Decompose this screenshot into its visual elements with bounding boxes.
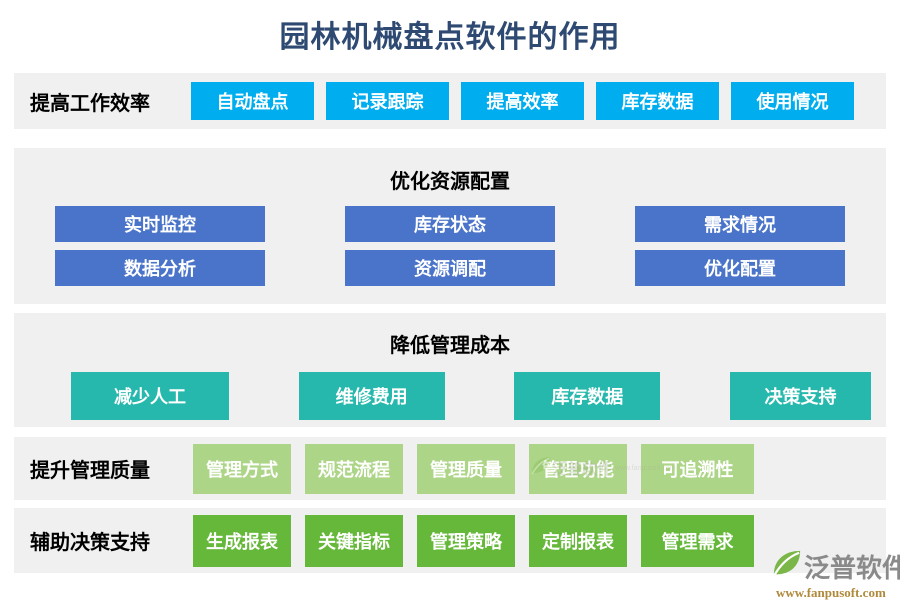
chip-decision-5[interactable]: 管理需求 bbox=[641, 514, 754, 567]
chip-cost-2[interactable]: 维修费用 bbox=[298, 372, 445, 420]
chip-efficiency-3[interactable]: 提高效率 bbox=[461, 82, 584, 120]
chip-decision-2[interactable]: 关键指标 bbox=[305, 514, 403, 567]
chip-efficiency-4[interactable]: 库存数据 bbox=[596, 82, 719, 120]
section-panel-efficiency: 提高工作效率 自动盘点 记录跟踪 提高效率 库存数据 使用情况 bbox=[14, 73, 886, 129]
chip-row-cost: 减少人工 维修费用 库存数据 决策支持 bbox=[71, 372, 871, 420]
chip-resource-6[interactable]: 优化配置 bbox=[635, 250, 845, 286]
section-label-decision: 辅助决策支持 bbox=[30, 532, 150, 554]
section-label-quality: 提升管理质量 bbox=[30, 460, 150, 482]
section-panel-resource: 优化资源配置 实时监控 库存状态 需求情况 数据分析 资源调配 优化配置 bbox=[14, 148, 886, 304]
chip-decision-4[interactable]: 定制报表 bbox=[529, 514, 627, 567]
section-heading-cost: 降低管理成本 bbox=[390, 335, 510, 357]
section-panel-quality: 提升管理质量 管理方式 规范流程 管理质量 管理功能 可追溯性 bbox=[14, 437, 886, 500]
chip-quality-4[interactable]: 管理功能 bbox=[529, 443, 627, 494]
chip-cost-3[interactable]: 库存数据 bbox=[514, 372, 661, 420]
chip-quality-5[interactable]: 可追溯性 bbox=[641, 443, 754, 494]
chip-quality-3[interactable]: 管理质量 bbox=[417, 443, 515, 494]
page-title: 园林机械盘点软件的作用 bbox=[279, 21, 621, 54]
chip-resource-3[interactable]: 需求情况 bbox=[635, 206, 845, 242]
watermark-url-text: www.fanpusoft.com bbox=[776, 585, 886, 600]
chip-efficiency-1[interactable]: 自动盘点 bbox=[191, 82, 314, 120]
chip-grid-resource: 实时监控 库存状态 需求情况 数据分析 资源调配 优化配置 bbox=[55, 206, 845, 286]
chip-quality-1[interactable]: 管理方式 bbox=[193, 443, 291, 494]
chip-resource-2[interactable]: 库存状态 bbox=[345, 206, 555, 242]
chip-decision-3[interactable]: 管理策略 bbox=[417, 514, 515, 567]
section-panel-cost: 降低管理成本 减少人工 维修费用 库存数据 决策支持 bbox=[14, 313, 886, 427]
chip-cost-4[interactable]: 决策支持 bbox=[729, 372, 871, 420]
chip-row-decision: 生成报表 关键指标 管理策略 定制报表 管理需求 bbox=[193, 514, 754, 567]
section-heading-resource: 优化资源配置 bbox=[390, 171, 510, 193]
chip-decision-1[interactable]: 生成报表 bbox=[193, 514, 291, 567]
chip-resource-1[interactable]: 实时监控 bbox=[55, 206, 265, 242]
chip-row-efficiency: 自动盘点 记录跟踪 提高效率 库存数据 使用情况 bbox=[191, 82, 854, 120]
chip-efficiency-5[interactable]: 使用情况 bbox=[731, 82, 854, 120]
chip-row-quality: 管理方式 规范流程 管理质量 管理功能 可追溯性 bbox=[193, 443, 754, 494]
chip-resource-4[interactable]: 数据分析 bbox=[55, 250, 265, 286]
chip-quality-2[interactable]: 规范流程 bbox=[305, 443, 403, 494]
chip-efficiency-2[interactable]: 记录跟踪 bbox=[326, 82, 449, 120]
chip-resource-5[interactable]: 资源调配 bbox=[345, 250, 555, 286]
chip-cost-1[interactable]: 减少人工 bbox=[71, 372, 229, 420]
watermark-url-row: www.fanpusoft.com bbox=[772, 585, 886, 601]
section-panel-decision: 辅助决策支持 生成报表 关键指标 管理策略 定制报表 管理需求 bbox=[14, 508, 886, 573]
section-label-efficiency: 提高工作效率 bbox=[30, 92, 150, 115]
